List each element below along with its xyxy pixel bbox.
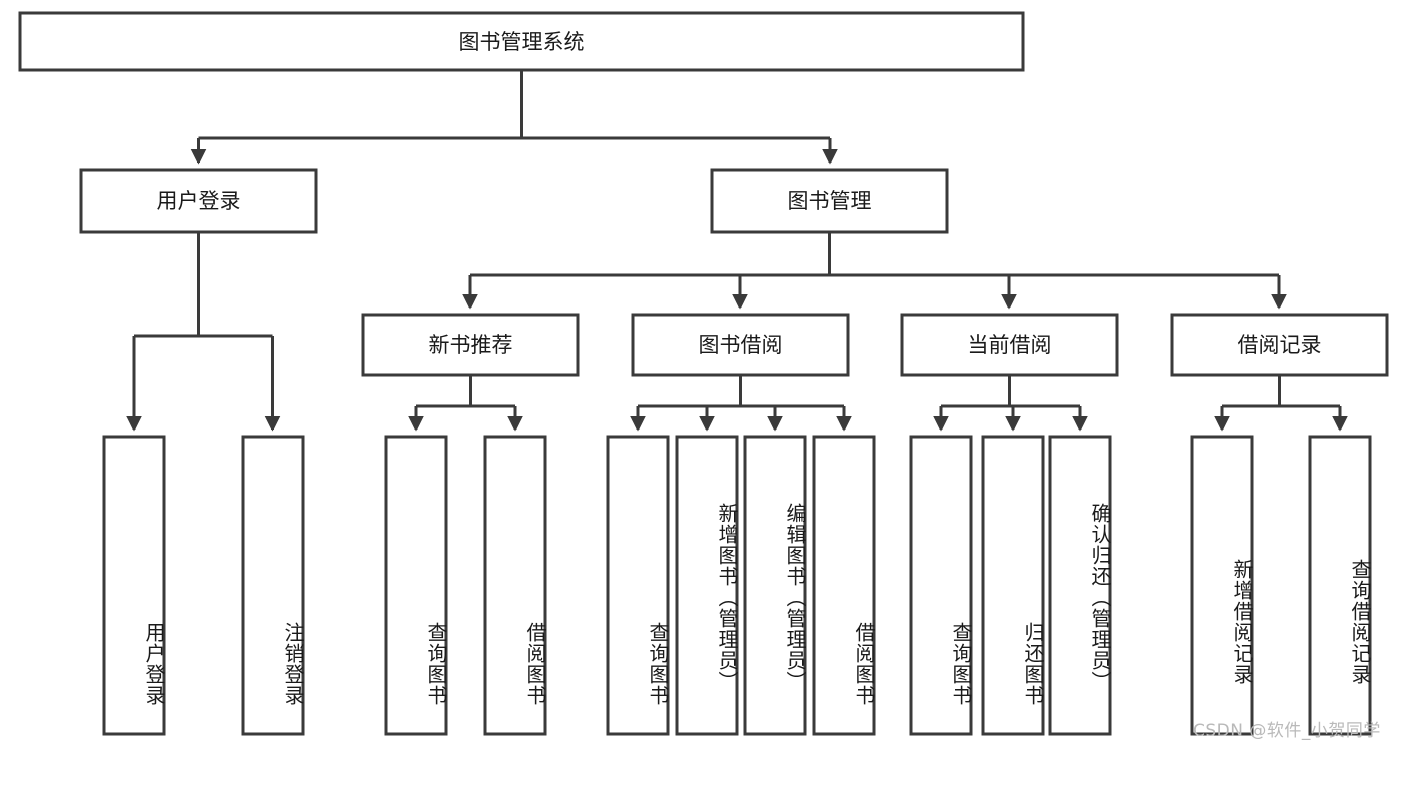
leaf-query-book-cur-box[interactable] xyxy=(909,435,973,736)
leaf-user-login-box[interactable] xyxy=(102,435,166,736)
node-current-borrow-box xyxy=(900,313,1119,377)
node-root-label: 图书管理系统 xyxy=(459,30,585,54)
edge-book-manage-to-level3 xyxy=(462,232,1287,310)
leaf-borrow-book-box[interactable] xyxy=(812,435,876,736)
node-new-book-recommend-box xyxy=(361,313,580,377)
edge-user-login-to-leaves xyxy=(126,232,281,432)
leaf-query-book-rec-box[interactable] xyxy=(384,435,448,736)
edge-new-book-recommend-to-leaves xyxy=(408,375,523,432)
leaf-return-book-box[interactable] xyxy=(981,435,1045,736)
node-user-login[interactable]: 用户登录 xyxy=(79,168,318,234)
node-book-borrow[interactable]: 图书借阅 xyxy=(631,313,850,377)
leaf-add-book-box[interactable] xyxy=(675,435,739,736)
edge-borrow-record-to-leaves xyxy=(1214,375,1348,432)
leaf-borrow-book-rec-box[interactable] xyxy=(483,435,547,736)
flowchart-canvas: 图书管理系统 用户登录 图书管理 xyxy=(18,11,1389,736)
leaf-query-book-borrow-box[interactable] xyxy=(606,435,670,736)
edge-root-to-level2 xyxy=(190,70,838,165)
csdn-watermark: CSDN @软件_小贺同学 xyxy=(1193,721,1381,741)
node-root-box xyxy=(18,11,1025,72)
leaf-confirm-return-box[interactable] xyxy=(1048,435,1112,736)
leaf-add-record-box[interactable] xyxy=(1190,435,1254,736)
node-book-borrow-label: 图书借阅 xyxy=(699,333,783,357)
node-new-book-recommend[interactable]: 新书推荐 xyxy=(361,313,580,377)
leaf-query-record-box[interactable] xyxy=(1308,435,1372,736)
edge-book-borrow-to-leaves xyxy=(630,375,852,432)
leaf-boxes xyxy=(102,435,1372,736)
node-borrow-record[interactable]: 借阅记录 xyxy=(1170,313,1389,377)
leaf-logout-box[interactable] xyxy=(241,435,305,736)
node-borrow-record-label: 借阅记录 xyxy=(1238,333,1322,357)
edge-current-borrow-to-leaves xyxy=(933,375,1088,432)
node-new-book-recommend-label: 新书推荐 xyxy=(429,333,513,357)
leaf-edit-book-box[interactable] xyxy=(743,435,807,736)
node-user-login-label: 用户登录 xyxy=(157,189,241,213)
node-book-manage-label: 图书管理 xyxy=(788,189,872,213)
flowchart-diagram: 图书管理系统 用户登录 图书管理 xyxy=(18,11,1389,741)
node-book-manage[interactable]: 图书管理 xyxy=(710,168,949,234)
node-user-login-box xyxy=(79,168,318,234)
node-current-borrow[interactable]: 当前借阅 xyxy=(900,313,1119,377)
node-current-borrow-label: 当前借阅 xyxy=(968,333,1052,357)
node-root[interactable]: 图书管理系统 xyxy=(18,11,1025,72)
